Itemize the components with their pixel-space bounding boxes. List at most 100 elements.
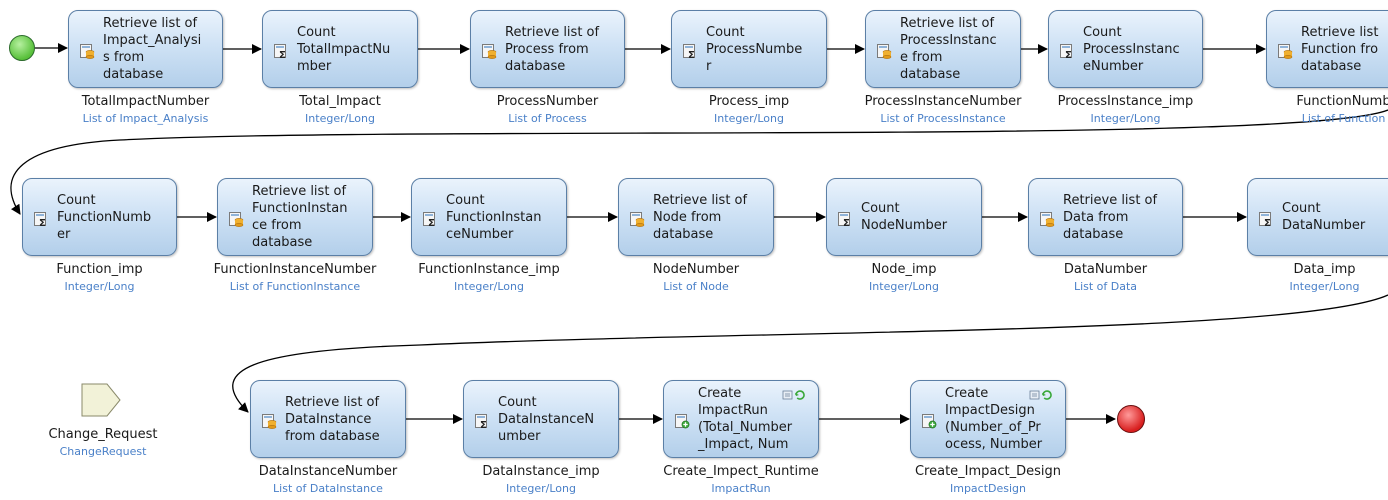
activity-a16[interactable]: Σ Count DataInstanceN umber [463,380,619,458]
activity-output-name: Node_imp [871,262,937,277]
activity-a8[interactable]: Σ Count FunctionNumb er [22,178,177,256]
activity-a17[interactable]: Create ImpactRun (Total_Number _Impact, … [663,380,819,458]
aggregate-count-icon: Σ [1059,43,1075,61]
activity-output-type: Integer/Long [869,280,939,293]
aggregate-count-icon: Σ [682,43,698,61]
activity-a4[interactable]: Σ Count ProcessNumbe r [671,10,827,88]
activity-output-name: Function_imp [56,262,143,277]
activity-output-name: FunctionInstanceNumber [213,262,377,277]
activity-caption: Count FunctionNumb er [57,192,152,242]
retrieve-database-icon [629,211,645,227]
activity-output-name: ProcessNumber [496,94,599,109]
activity-output-name: NodeNumber [652,262,740,277]
activity-output-type: Integer/Long [1289,280,1360,293]
svg-text:Σ: Σ [279,50,286,59]
activity-caption: Retrieve list of Node from database [653,192,748,242]
activity-a12[interactable]: Σ Count NodeNumber [826,178,982,256]
activity-a10[interactable]: Σ Count FunctionInstan ceNumber [411,178,567,256]
activity-output-name: DataInstance_imp [482,464,600,479]
create-object-icon [674,413,690,429]
retrieve-database-icon [261,413,277,429]
activity-output-type: ImpactRun [711,482,771,495]
retrieve-database-icon [1277,43,1293,59]
svg-text:Σ: Σ [428,218,435,227]
start-event-icon[interactable] [9,35,35,61]
activity-caption: Retrieve list of FunctionInstan ce from … [252,184,348,250]
activity-output-name: FunctionNumb [1296,94,1388,109]
activity-caption: Count NodeNumber [861,201,948,233]
retrieve-database-icon [1039,211,1055,227]
activity-a2[interactable]: Σ Count TotalImpactNu mber [262,10,418,88]
activity-caption: Retrieve list Function fro database [1301,24,1379,74]
aggregate-count-icon: Σ [273,43,289,61]
activity-output-type: Integer/Long [64,280,135,293]
activity-a11[interactable]: Retrieve list of Node from database [618,178,774,256]
activity-output-name: Total_Impact [299,94,381,109]
activity-output-name: FunctionInstance_imp [418,262,560,277]
svg-text:Σ: Σ [1264,218,1271,227]
parameter-name: Change_Request [48,427,158,442]
activity-output-type: List of DataInstance [273,482,383,495]
activity-output-name: Create_Impect_Runtime [663,464,819,479]
activity-a18[interactable]: Create ImpactDesign (Number_of_Pr ocess,… [910,380,1066,458]
activity-a3[interactable]: Retrieve list of Process from database [470,10,625,88]
activity-a1[interactable]: Retrieve list of Impact_Analysi s from d… [68,10,223,88]
activity-output-name: DataNumber [1063,262,1148,277]
activity-output-name: Process_imp [708,94,790,109]
activity-output-type: List of Function [1301,112,1386,125]
aggregate-count-icon: Σ [33,211,49,229]
activity-output-type: List of Impact_Analysis [82,112,209,125]
activity-output-type: Integer/Long [714,112,784,125]
parameter-type: ChangeRequest [59,445,147,458]
activity-output-type: Integer/Long [506,482,576,495]
activity-caption: Count FunctionInstan ceNumber [446,192,542,242]
activity-output-type: List of FunctionInstance [229,280,361,293]
activity-caption: Create ImpactDesign (Number_of_Pr ocess,… [945,386,1043,452]
sequence-flow[interactable] [232,294,1388,413]
retrieve-database-icon [79,43,95,59]
commit-refresh-icon [782,385,808,400]
aggregate-count-icon: Σ [474,413,490,431]
activity-output-name: DataInstanceNumber [258,464,398,479]
aggregate-count-icon: Σ [837,211,853,229]
activity-output-type: Integer/Long [454,280,524,293]
activity-output-type: Integer/Long [1090,112,1161,125]
aggregate-count-icon: Σ [422,211,438,229]
sequence-flow[interactable] [10,109,1388,215]
svg-text:Σ: Σ [688,50,695,59]
activity-caption: Count TotalImpactNu mber [297,24,391,74]
activity-output-name: ProcessInstance_imp [1057,94,1194,109]
svg-text:Σ: Σ [39,218,46,227]
activity-caption: Count DataInstanceN umber [498,394,595,444]
svg-text:Σ: Σ [1065,50,1072,59]
activity-caption: Retrieve list of Process from database [505,24,600,74]
activity-output-name: Data_imp [1293,262,1356,277]
activity-caption: Retrieve list of DataInstance from datab… [285,394,380,444]
retrieve-database-icon [876,43,892,59]
activity-output-type: Integer/Long [305,112,375,125]
activity-output-type: ImpactDesign [949,482,1027,495]
activity-caption: Create ImpactRun (Total_Number _Impact, … [698,386,793,452]
activity-a15[interactable]: Retrieve list of DataInstance from datab… [250,380,406,458]
commit-refresh-icon [1029,385,1055,400]
end-event-icon[interactable] [1117,405,1145,433]
activity-output-name: Create_Impact_Design [914,464,1062,479]
activity-output-type: List of Data [1073,280,1138,293]
activity-a5[interactable]: Retrieve list of ProcessInstanc e from d… [865,10,1021,88]
activity-output-name: TotalImpactNumber [81,94,210,109]
activity-output-type: List of Process [508,112,587,125]
activity-a13[interactable]: Retrieve list of Data from database [1028,178,1183,256]
activity-output-type: List of ProcessInstance [880,112,1006,125]
activity-a9[interactable]: Retrieve list of FunctionInstan ce from … [217,178,373,256]
activity-caption: Retrieve list of ProcessInstanc e from d… [900,16,997,82]
activity-caption: Retrieve list of Data from database [1063,192,1158,242]
input-parameter[interactable] [81,383,121,421]
activity-caption: Count ProcessNumbe r [706,24,803,74]
activity-output-name: ProcessInstanceNumber [864,94,1022,109]
activity-a7[interactable]: Retrieve list Function fro database [1266,10,1388,88]
svg-text:Σ: Σ [843,218,850,227]
activity-caption: Retrieve list of Impact_Analysi s from d… [103,16,202,82]
